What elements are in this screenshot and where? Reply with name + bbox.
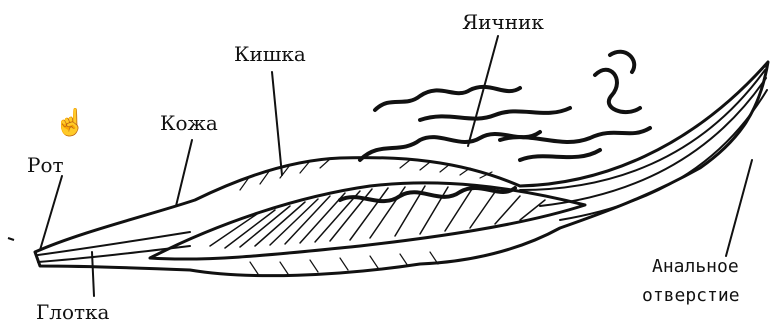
body-outline — [35, 62, 768, 276]
pointer-line-mouth — [40, 176, 62, 250]
label-ovary: Яичник — [462, 12, 544, 32]
label-skin: Кожа — [160, 113, 218, 133]
ovary-coils — [340, 52, 650, 201]
label-anus-line1: Анальное — [652, 258, 739, 276]
label-intestine: Кишка — [234, 44, 306, 64]
hand-pointer-icon: ☝ — [54, 110, 86, 136]
label-pharynx: Глотка — [36, 302, 109, 322]
intestine-hatching — [210, 186, 545, 248]
pointer-line-anus — [726, 160, 752, 256]
pointer-line-intestine — [272, 72, 282, 175]
pointer-line-pharynx — [92, 252, 94, 296]
label-anus-line2: отверстие — [642, 287, 740, 305]
mark — [8, 238, 14, 240]
pharynx-tube — [38, 232, 190, 255]
pointer-line-skin — [176, 140, 192, 206]
label-mouth: Рот — [27, 155, 64, 175]
